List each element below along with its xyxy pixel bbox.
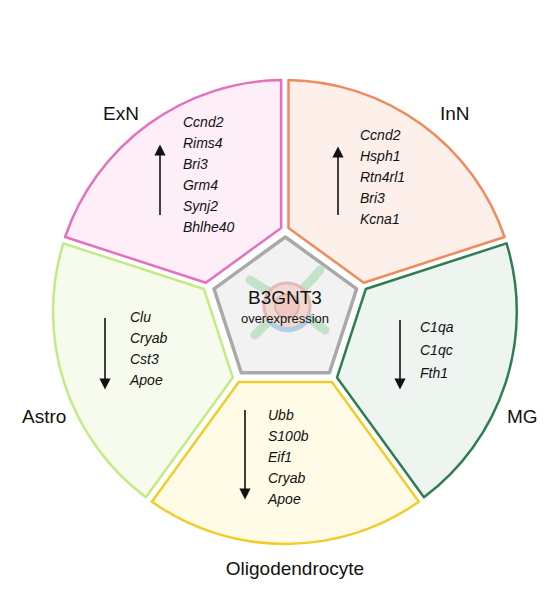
gene-name: Apoe [268, 492, 301, 506]
gene-name: Synj2 [183, 199, 218, 213]
gene-name: Eif1 [268, 450, 292, 464]
gene-name: C1qc [420, 343, 453, 357]
gene-name: Cst3 [130, 352, 159, 366]
gene-name: Clu [130, 310, 151, 324]
gene-name: Cryab [268, 471, 305, 485]
gene-name: Rims4 [183, 136, 223, 150]
gene-name: Rtn4rl1 [360, 170, 405, 184]
gene-name: Kcna1 [360, 212, 400, 226]
cell-type-segment: OligodendrocyteUbbS100bEif1CryabApoe [146, 379, 425, 547]
gene-title: B3GNT3 [248, 288, 322, 307]
center-pentagon: B3GNT3 overexpression [211, 234, 360, 376]
cell-type-label: MG [507, 407, 538, 426]
gene-name: S100b [268, 429, 308, 443]
gene-name: Grm4 [183, 178, 218, 192]
cell-type-label: InN [440, 104, 470, 123]
cell-type-label: Astro [22, 407, 66, 426]
cell-type-label: ExN [103, 104, 139, 123]
gene-name: Cryab [130, 331, 167, 345]
gene-name: Fth1 [420, 366, 448, 380]
gene-name: Ccnd2 [360, 128, 400, 142]
segment-shape [65, 80, 281, 283]
gene-name: Ubb [268, 408, 294, 422]
cell-type-label: Oligodendrocyte [226, 559, 364, 578]
gene-name: Apoe [130, 373, 163, 387]
gene-name: C1qa [420, 320, 453, 334]
gene-name: Bri3 [360, 191, 385, 205]
gene-name: Hsph1 [360, 149, 400, 163]
pentagon-shape [214, 237, 357, 373]
condition-label: overexpression [241, 312, 329, 325]
segment-shape [151, 382, 418, 544]
gene-name: Ccnd2 [183, 115, 223, 129]
gene-name: Bhlhe40 [183, 220, 234, 234]
gene-name: Bri3 [183, 157, 208, 171]
segment-shape [289, 80, 505, 283]
